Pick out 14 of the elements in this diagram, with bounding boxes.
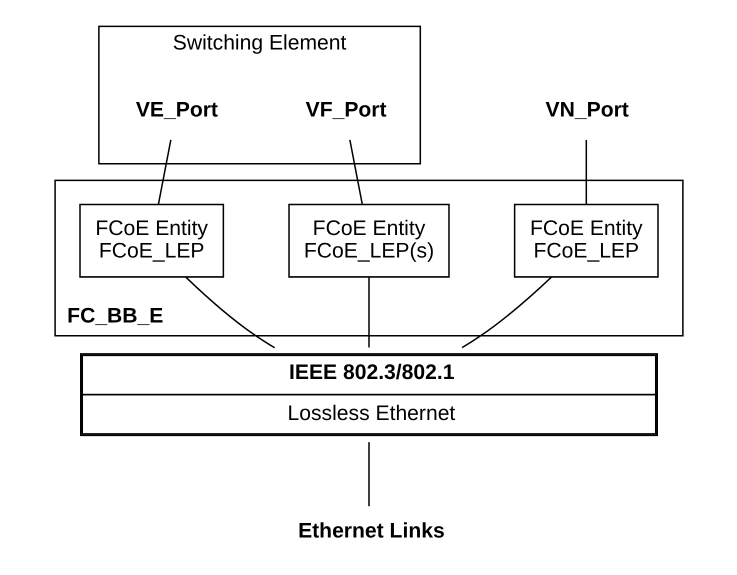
node-text: VE_Port	[135, 98, 218, 122]
node-box: FCoE Entity FCoE_LEP	[513, 204, 658, 278]
connector	[461, 276, 552, 348]
node-box: FCoE Entity FCoE_LEP(s)	[288, 204, 450, 278]
connector	[157, 140, 172, 204]
node-text: VN_Port	[545, 98, 628, 122]
node-text: VF_Port	[305, 98, 386, 122]
node-box: FCoE Entity FCoE_LEP	[78, 204, 224, 278]
connector	[184, 276, 274, 348]
node-text: Ethernet Links	[298, 520, 444, 543]
connector	[368, 442, 370, 506]
connector	[585, 140, 587, 204]
connector	[368, 277, 370, 348]
connector	[348, 140, 363, 204]
